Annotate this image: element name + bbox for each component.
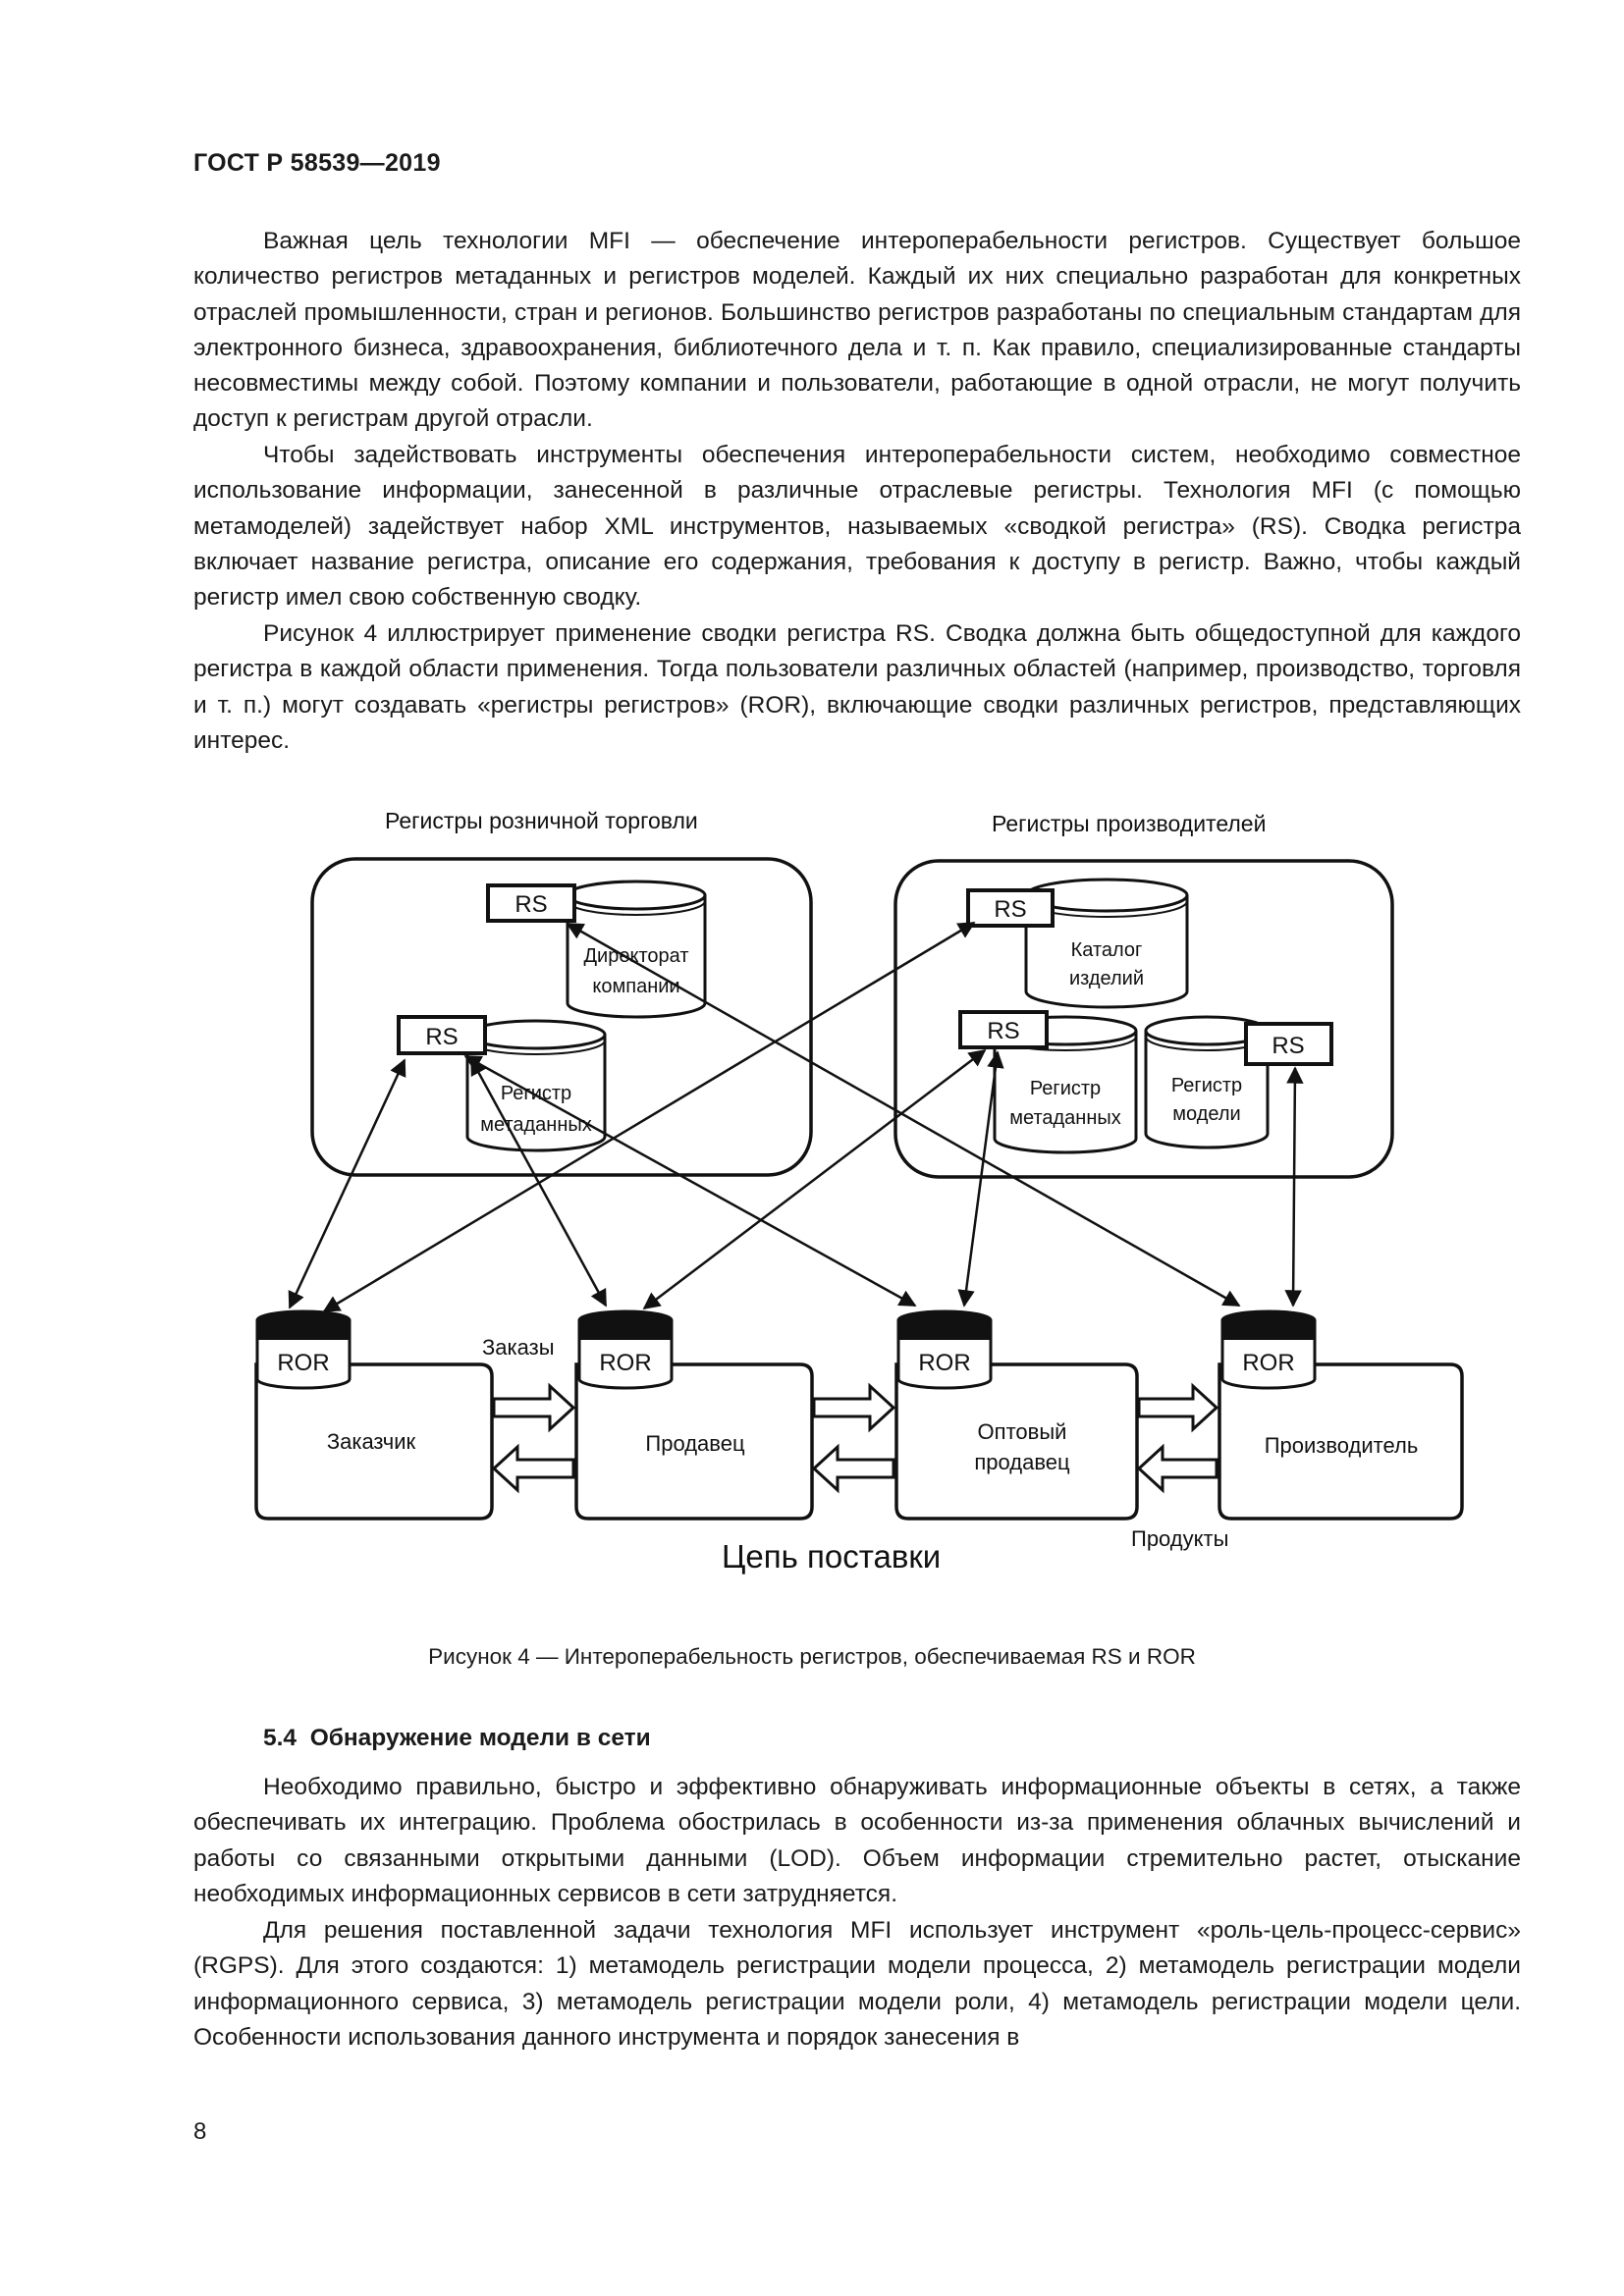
arrow-manufacturer-rs-model-registry <box>1284 1066 1304 1308</box>
model-registry-label-line1: Регистр <box>1171 1075 1242 1096</box>
ror-cylinder-customer: ROR <box>255 1309 352 1390</box>
page-number: 8 <box>193 2118 207 2145</box>
section-title: Обнаружение модели в сети <box>309 1725 651 1751</box>
catalog-label-line2: изделий <box>1069 968 1144 989</box>
ror-label: ROR <box>918 1350 970 1376</box>
order-arrow-customer-seller <box>492 1382 576 1433</box>
rs-label: RS <box>514 891 547 918</box>
manufacturer-metadata-label-line2: метаданных <box>1009 1107 1121 1129</box>
ror-label: ROR <box>1242 1350 1294 1376</box>
section-heading: 5.4 Обнаружение модели в сети <box>263 1725 651 1752</box>
rs-box-manufacturer-metadata: RS <box>958 1010 1049 1049</box>
seller-node: Продавец <box>574 1362 814 1521</box>
retail-group-label: Регистры розничной торговли <box>385 808 698 833</box>
ror-label: ROR <box>277 1350 329 1376</box>
rs-box-model-registry: RS <box>1244 1022 1333 1066</box>
rs-label: RS <box>425 1024 458 1050</box>
product-arrow-wholesaler-seller <box>811 1443 895 1494</box>
rs-label: RS <box>994 896 1026 923</box>
manufacturer-label: Производитель <box>1265 1433 1419 1458</box>
ror-cylinder-manufacturer: ROR <box>1220 1309 1317 1390</box>
rs-box-retail-metadata: RS <box>397 1015 487 1055</box>
paragraph-rgps: Для решения поставленной задачи технолог… <box>193 1917 1521 2051</box>
ror-cylinder-wholesaler: ROR <box>896 1309 993 1390</box>
product-arrow-seller-customer <box>491 1443 575 1494</box>
orders-label: Заказы <box>482 1335 555 1360</box>
customer-label: Заказчик <box>327 1429 416 1454</box>
registry-interoperability-diagram: Регистры розничной торговли Регистры про… <box>254 808 1464 1575</box>
order-arrow-wholesaler-manufacturer <box>1137 1382 1219 1433</box>
model-registry-label-line2: модели <box>1172 1103 1240 1125</box>
rs-box-catalog: RS <box>966 888 1055 928</box>
seller-label: Продавец <box>645 1431 745 1456</box>
flow-arrows <box>491 1382 1219 1494</box>
ror-cylinder-seller: ROR <box>577 1309 674 1390</box>
document-header: ГОСТ Р 58539—2019 <box>193 149 441 177</box>
connection-arrows <box>288 921 1304 1313</box>
products-label: Продукты <box>1131 1526 1228 1551</box>
wholesaler-label-line2: продавец <box>974 1450 1070 1474</box>
paragraph-figure-intro: Рисунок 4 иллюстрирует применение сводки… <box>193 620 1521 754</box>
paragraph-mfi-goal: Важная цель технологии MFI — обеспечение… <box>193 228 1521 433</box>
retail-metadata-label-line1: Регистр <box>501 1083 571 1104</box>
paragraph-model-discovery: Необходимо правильно, быстро и эффективн… <box>193 1774 1521 1907</box>
product-arrow-manufacturer-wholesaler <box>1136 1443 1218 1494</box>
figure-caption: Рисунок 4 — Интероперабельность регистро… <box>428 1644 1196 1669</box>
manufacturers-group-label: Регистры производителей <box>992 811 1266 836</box>
rs-box-directorate: RS <box>486 883 576 923</box>
manufacturer-node: Производитель <box>1218 1362 1464 1521</box>
arrow-customer-rs-retail-metadata <box>288 1058 406 1309</box>
arrow-wholesaler-rs-manufacturer-metadata <box>957 1050 1004 1308</box>
wholesaler-node: Оптовый продавец <box>894 1362 1139 1521</box>
rs-label: RS <box>1272 1033 1304 1059</box>
order-arrow-seller-wholesaler <box>812 1382 896 1433</box>
wholesaler-label-line1: Оптовый <box>978 1419 1067 1444</box>
manufacturer-metadata-label-line1: Регистр <box>1030 1078 1101 1099</box>
paragraph-registry-summary: Чтобы задействовать инструменты обеспече… <box>193 442 1521 612</box>
rs-label: RS <box>987 1018 1019 1044</box>
section-number: 5.4 <box>263 1725 298 1751</box>
ror-label: ROR <box>599 1350 651 1376</box>
retail-metadata-registry-cylinder: Регистр метаданных <box>465 1019 607 1152</box>
supply-chain-label: Цепь поставки <box>722 1538 941 1575</box>
arrow-manufacturer-rs-directorate <box>566 922 1241 1308</box>
catalog-label-line1: Каталог <box>1071 939 1143 961</box>
customer-node: Заказчик <box>254 1362 494 1521</box>
directorate-registry-cylinder: Директорат компании <box>566 880 707 1019</box>
